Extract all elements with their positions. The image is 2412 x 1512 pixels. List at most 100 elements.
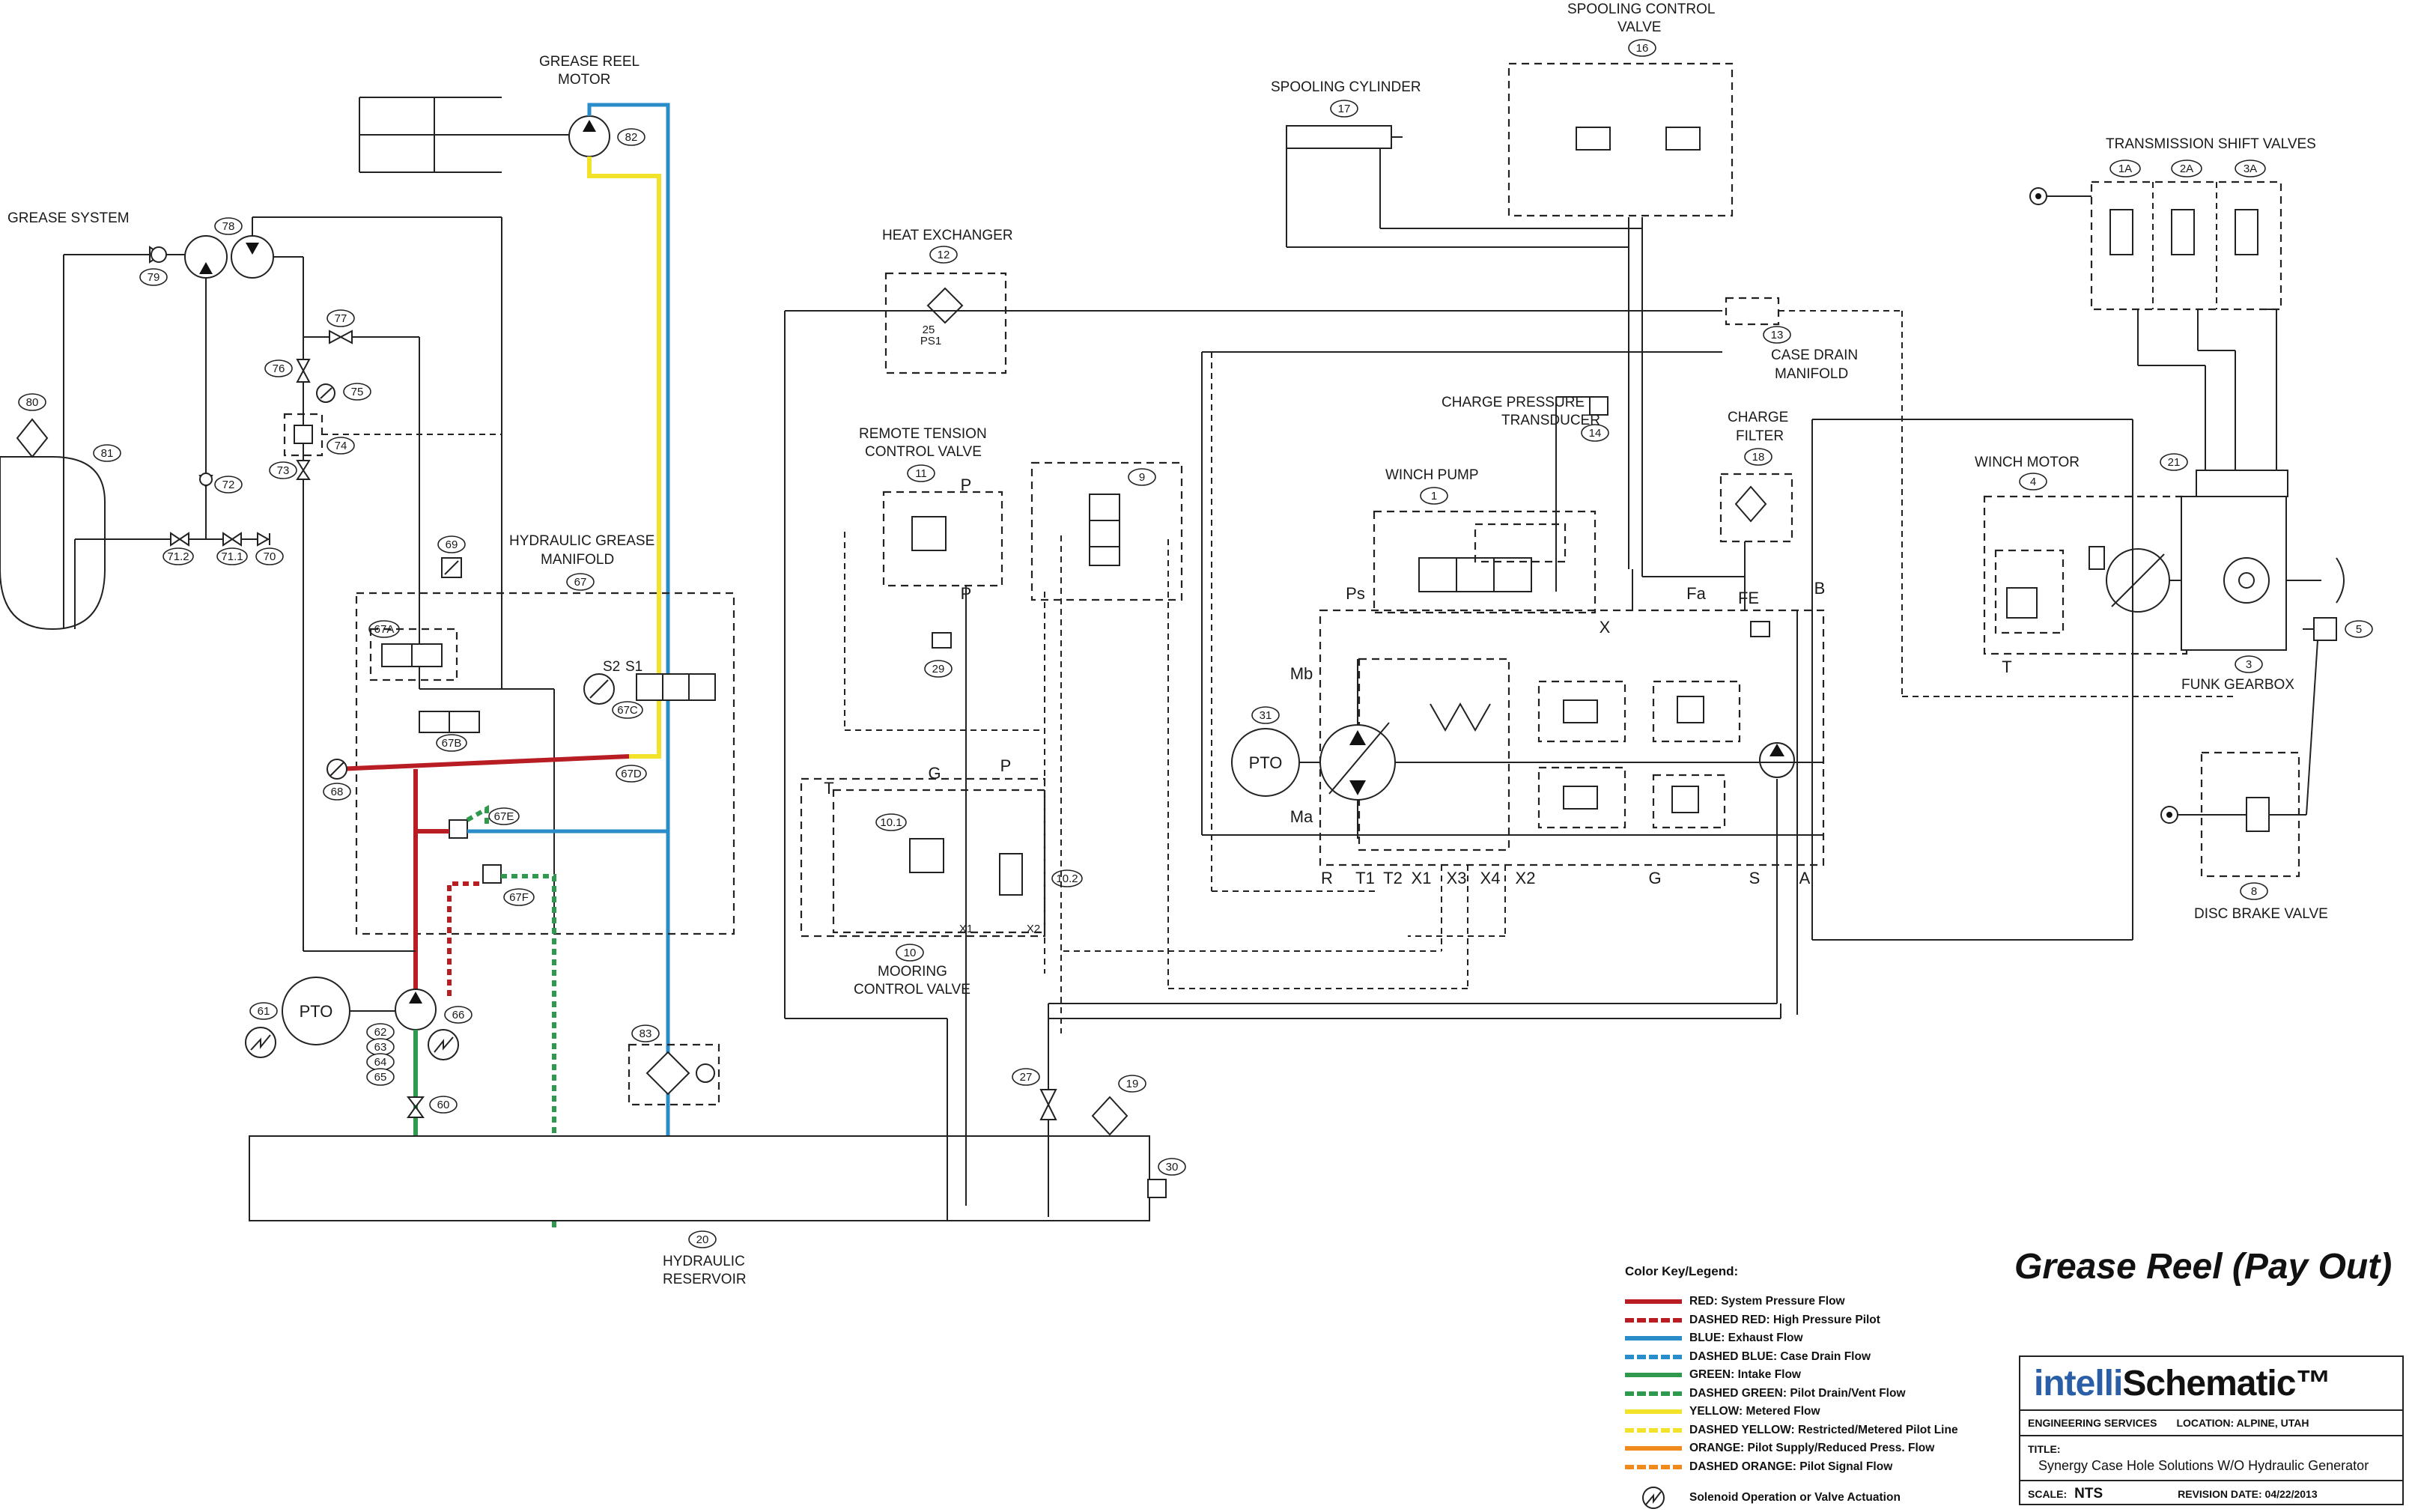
svg-text:X1: X1 [1412,869,1432,887]
diagram-title: Grease Reel (Pay Out) [2014,1247,2393,1287]
svg-text:PTO: PTO [300,1002,333,1021]
legend-item: RED: System Pressure Flow [1625,1293,2014,1311]
engineering-services: ENGINEERING SERVICES [2028,1417,2157,1429]
legend-swatch [1625,1354,1682,1359]
svg-text:67F: 67F [509,891,529,904]
legend-swatch [1625,1373,1682,1378]
svg-text:65: 65 [374,1071,387,1084]
charge-filter-icon [1734,485,1767,523]
svg-text:17: 17 [1338,103,1351,115]
svg-text:FE: FE [1738,589,1759,607]
svg-text:4: 4 [2030,476,2036,488]
svg-text:30: 30 [1166,1161,1179,1174]
shift-valves-box [2090,180,2282,311]
legend-swatch [1625,1391,1682,1396]
legend-label: DASHED ORANGE: Pilot Signal Flow [1689,1460,1893,1473]
revision-date: REVISION DATE: 04/22/2013 [2178,1488,2318,1500]
legend-label: DASHED YELLOW: Restricted/Metered Pilot … [1689,1423,1958,1436]
svg-text:61: 61 [258,1005,270,1018]
svg-text:10.1: 10.1 [880,816,902,829]
svg-text:Ps: Ps [1346,584,1365,603]
svg-text:69: 69 [446,538,458,551]
svg-text:REMOTE TENSION: REMOTE TENSION [859,426,987,442]
svg-text:21: 21 [2168,456,2181,469]
svg-text:TRANSDUCER: TRANSDUCER [1501,413,1600,428]
svg-text:77: 77 [335,312,347,325]
legend-swatch [1625,1409,1682,1415]
svg-text:T1: T1 [1355,869,1375,887]
svg-text:S2: S2 [603,659,620,675]
color-legend: Color Key/Legend: RED: System Pressure F… [1625,1264,2014,1511]
spooling-control-valve-box [1507,62,1734,217]
manifold-67-box [355,592,735,935]
svg-text:13: 13 [1771,329,1784,341]
svg-text:1: 1 [1431,490,1437,503]
legend-item: DASHED ORANGE: Pilot Signal Flow [1625,1458,2014,1477]
svg-text:MANIFOLD: MANIFOLD [541,552,614,568]
svg-text:X3: X3 [1447,869,1467,887]
svg-text:WINCH PUMP: WINCH PUMP [1385,467,1479,483]
svg-text:Ma: Ma [1290,807,1313,826]
svg-text:HYDRAULIC: HYDRAULIC [663,1254,745,1269]
svg-text:10.2: 10.2 [1056,872,1078,885]
svg-text:R: R [1321,869,1333,887]
legend-item: BLUE: Exhaust Flow [1625,1329,2014,1348]
svg-text:67C: 67C [617,704,638,717]
heat-exchanger-box [884,272,1007,374]
svg-text:X2: X2 [1516,869,1536,887]
charge-pump-icon [1759,742,1795,778]
scale-row: SCALE: NTS REVISION DATE: 04/22/2013 [2020,1481,2402,1507]
svg-text:X: X [1600,618,1611,637]
svg-text:79: 79 [148,271,160,284]
svg-text:GREASE REEL: GREASE REEL [539,54,640,70]
title-row: TITLE: Synergy Case Hole Solutions W/O H… [2020,1436,2402,1481]
svg-text:71.2: 71.2 [167,550,189,563]
svg-text:T: T [2002,658,2011,676]
scale-value: NTS [2074,1486,2103,1502]
winch-pump-group: 13 CASE DRAIN MANIFOLD CHARGE PRESSURE T… [1048,297,2235,1217]
svg-text:X4: X4 [1480,869,1501,887]
svg-text:71.1: 71.1 [221,550,243,563]
svg-text:VALVE: VALVE [1617,19,1661,35]
svg-text:64: 64 [374,1056,387,1069]
svg-text:75: 75 [351,386,364,398]
svg-text:11: 11 [915,467,927,480]
legend-item: DASHED YELLOW: Restricted/Metered Pilot … [1625,1421,2014,1440]
svg-text:3A: 3A [2244,163,2257,175]
winch-pump-control-box [1373,510,1597,614]
logo-part-1: intelli [2034,1363,2123,1403]
svg-text:CHARGE PRESSURE: CHARGE PRESSURE [1442,395,1585,410]
logo-part-2: Schematic™ [2122,1363,2331,1403]
svg-text:WINCH MOTOR: WINCH MOTOR [1975,455,2080,470]
svg-text:67B: 67B [442,737,462,750]
grease-pto-group: PTO 61 62 63 64 65 66 60 20 HYDRAULIC RE… [245,977,1150,1287]
lower-center-group: 27 19 30 [1012,1004,1781,1198]
grease-system-label: GREASE SYSTEM [7,210,130,226]
title-value: Synergy Case Hole Solutions W/O Hydrauli… [2038,1457,2369,1473]
svg-text:14: 14 [1589,427,1602,440]
svg-text:81: 81 [101,447,114,460]
legend-solenoid-row: Solenoid Operation or Valve Actuation [1625,1485,2014,1511]
spooling-cylinder [1286,125,1392,149]
svg-text:CONTROL VALVE: CONTROL VALVE [854,982,970,998]
svg-text:68: 68 [331,786,344,798]
svg-text:3: 3 [2246,658,2252,671]
charge-filter-box [1719,473,1793,543]
svg-text:5: 5 [2356,623,2362,636]
svg-text:A: A [1799,869,1811,887]
svg-text:29: 29 [932,663,945,675]
legend-item: DASHED RED: High Pressure Pilot [1625,1311,2014,1330]
legend-title: Color Key/Legend: [1625,1264,1739,1278]
svg-text:HEAT EXCHANGER: HEAT EXCHANGER [882,228,1013,243]
svg-text:74: 74 [335,440,347,452]
grease-tank [0,456,106,631]
svg-text:P: P [961,476,972,494]
heat-exchanger-icon [926,287,964,324]
engineering-row: ENGINEERING SERVICES LOCATION: ALPINE, U… [2020,1411,2402,1436]
svg-text:70: 70 [264,550,276,563]
svg-text:T: T [824,779,833,798]
svg-text:76: 76 [273,362,285,375]
